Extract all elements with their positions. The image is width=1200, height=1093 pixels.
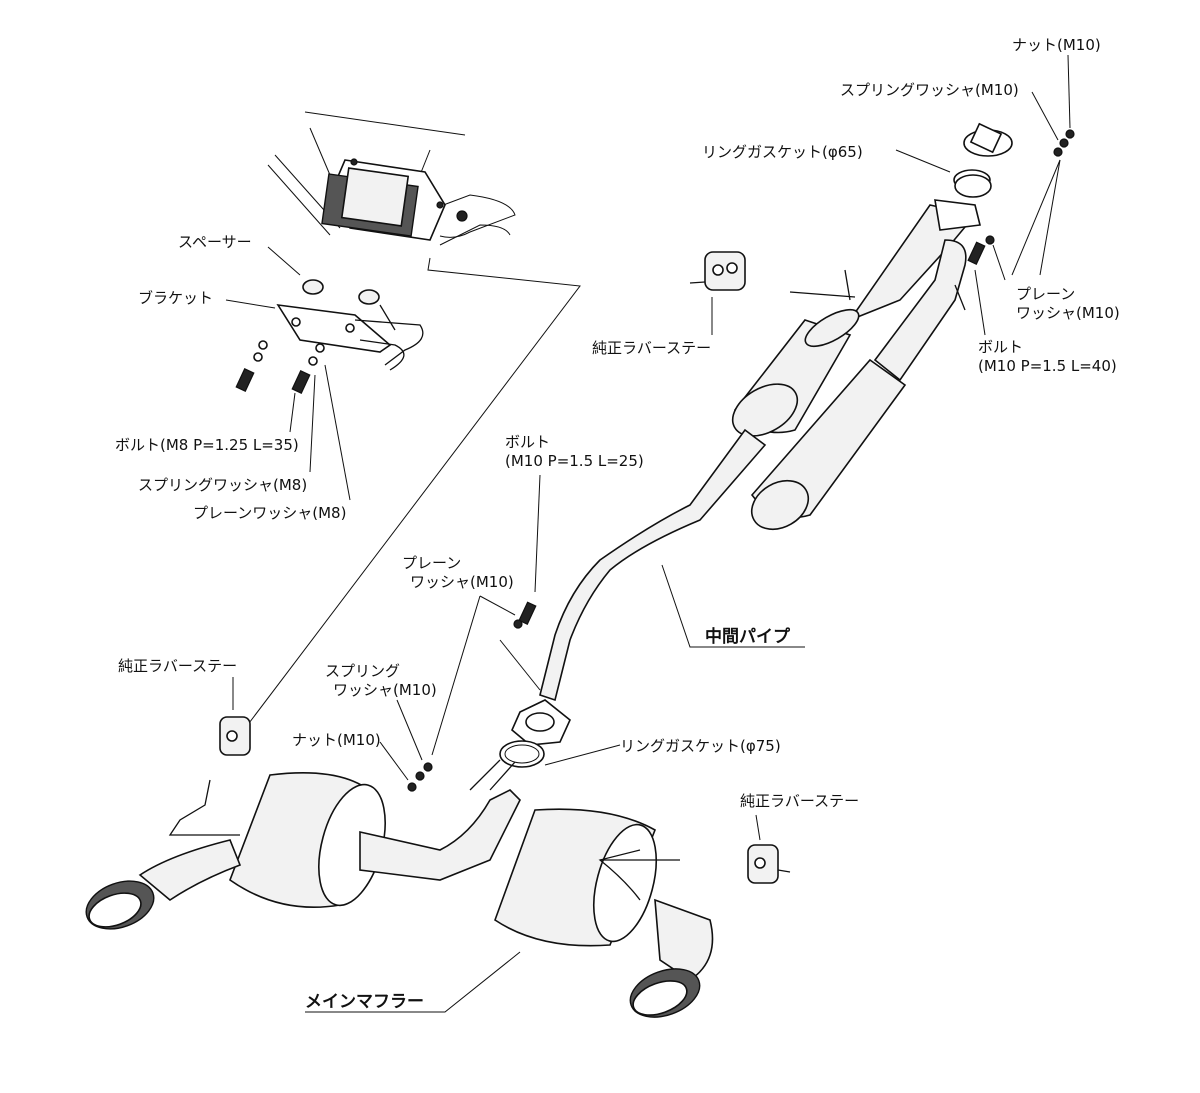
bracket-part [276, 303, 424, 371]
spacers [302, 279, 380, 305]
label-spacer: スペーサー [178, 233, 252, 251]
label-ring-gasket-75: リングガスケット(φ75) [620, 737, 781, 755]
label-spring-washer-m8: スプリングワッシャ(M8) [138, 476, 307, 494]
label-spring-washer-m10-top: スプリングワッシャ(M10) [840, 81, 1019, 99]
label-bracket: ブラケット [138, 289, 213, 307]
label-rubber-stay-right: 純正ラバーステー [740, 792, 859, 810]
rubber-stay-left [219, 716, 251, 756]
label-main-muffler: メインマフラー [305, 992, 424, 1012]
label-rubber-stay-upper: 純正ラバーステー [592, 339, 711, 357]
main-muffler-part [85, 759, 714, 1018]
bolts-m8 [235, 340, 325, 394]
hardware-top-right [967, 129, 1075, 265]
bracket-reference-line [239, 257, 581, 736]
label-plain-washer-m10-right-line2: ワッシャ(M10) [1016, 304, 1120, 322]
label-ring-gasket-65: リングガスケット(φ65) [702, 143, 863, 161]
label-bolt-m8: ボルト(M8 P=1.25 L=35) [115, 436, 299, 454]
label-nut-m10-top: ナット(M10) [1012, 36, 1101, 54]
label-plain-washer-m10-mid-line1: プレーン [402, 554, 461, 572]
vehicle-body-mount [267, 111, 516, 246]
label-plain-washer-m10-mid-line2: ワッシャ(M10) [410, 573, 514, 591]
label-bolt-m10-40-line1: ボルト [978, 338, 1023, 356]
ring-gaskets [499, 174, 992, 768]
label-spring-washer-m10-mid-line1: スプリング [325, 662, 400, 680]
rubber-stay-upper [689, 251, 746, 291]
label-rubber-stay-left: 純正ラバーステー [118, 657, 237, 675]
label-bolt-m10-40-line2: (M10 P=1.5 L=40) [978, 357, 1117, 375]
label-plain-washer-m10-right-line1: プレーン [1016, 285, 1075, 303]
hardware-main-muffler [407, 601, 537, 792]
leader-lines [225, 54, 1071, 1013]
rubber-stay-right [747, 844, 791, 884]
label-spring-washer-m10-mid-line2: ワッシャ(M10) [333, 681, 437, 699]
label-nut-m10-mid: ナット(M10) [292, 731, 381, 749]
mid-pipe-part [511, 122, 1013, 746]
part-labels: ナット(M10) スプリングワッシャ(M10) リングガスケット(φ65) プレ… [115, 36, 1120, 1012]
label-bolt-m10-25-line2: (M10 P=1.5 L=25) [505, 452, 644, 470]
label-mid-pipe: 中間パイプ [705, 626, 791, 647]
label-bolt-m10-25-line1: ボルト [505, 433, 550, 451]
label-plain-washer-m8: プレーンワッシャ(M8) [193, 504, 346, 522]
